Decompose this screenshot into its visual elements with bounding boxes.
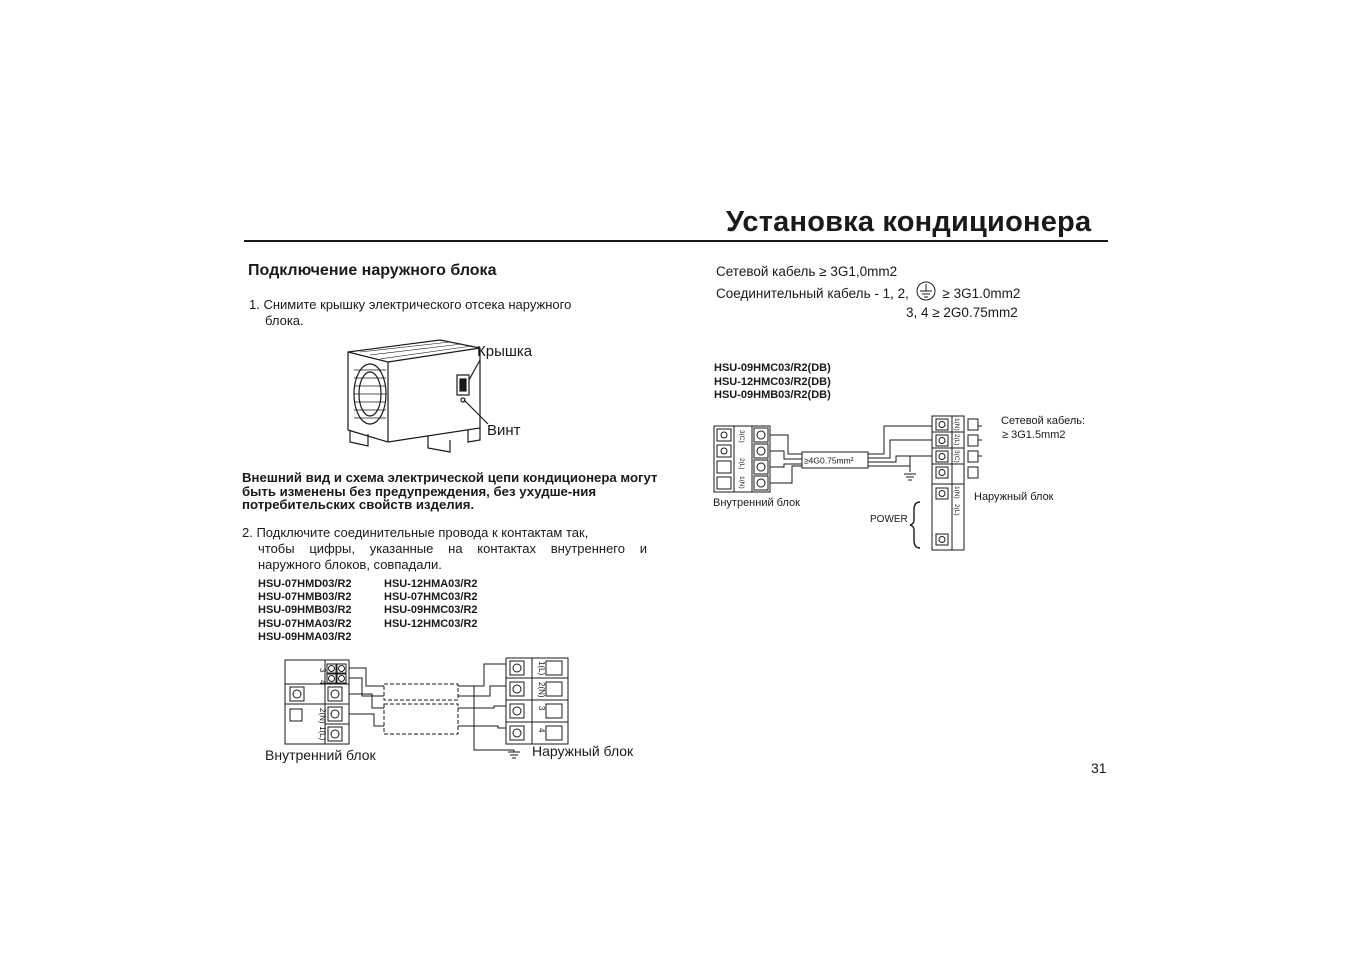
indoor-screw-terminals (289, 663, 347, 742)
ground-icon (508, 750, 520, 759)
model-item: HSU-07HMC03/R2 (384, 591, 478, 604)
step-1-line-2: блока. (265, 313, 304, 328)
model-item: HSU-09HMC03/R2 (384, 604, 478, 617)
model-item: HSU-09HMB03/R2 (258, 604, 352, 617)
indoor-db-terminal-3c: 3(C) (738, 430, 745, 443)
model-item: HSU-09HMA03/R2 (258, 630, 352, 643)
cable-specs: Сетевой кабель ≥ 3G1,0mm2 Соединительный… (716, 262, 1020, 322)
db-cable-label: ≥4G0.75mm² (804, 456, 854, 466)
step-2: 2. Подключите соединительные провода к к… (242, 525, 647, 573)
step-2-line-3: наружного блоков, совпадали. (258, 557, 442, 572)
step-1: 1. Снимите крышку электрического отсека … (249, 297, 654, 329)
model-item: HSU-09HMC03/R2(DB) (714, 362, 831, 374)
outdoor-unit-illustration (347, 339, 489, 453)
ground-icon (916, 281, 936, 301)
power-label: POWER (870, 514, 908, 525)
outdoor-db-terminals (935, 418, 979, 479)
power-cable-spec: Сетевой кабель ≥ 3G1,0mm2 (716, 264, 898, 279)
outdoor-db-terminal-2l: 2(L) (953, 434, 960, 446)
power-cable-label: Сетевой кабель: (1001, 415, 1086, 427)
cover-label: Крышка (477, 343, 533, 360)
indoor-terminal-2n: 2(N) (318, 708, 327, 724)
power-terminals (935, 487, 949, 546)
model-item: HSU-07HMA03/R2 (258, 617, 352, 630)
outdoor-terminal-2n: 2(N) (537, 682, 546, 698)
step-2-line-1: 2. Подключите соединительные провода к к… (242, 525, 589, 540)
power-cable-value: ≥ 3G1.5mm2 (1002, 429, 1066, 441)
model-item: HSU-07HMB03/R2 (258, 591, 352, 604)
outdoor-screw-terminals (509, 660, 563, 741)
outdoor-db-terminal-1n: 1(N) (953, 418, 960, 431)
power-terminal-2l: 2(L) (953, 504, 960, 516)
outdoor-unit-label-db: Наружный блок (974, 491, 1054, 503)
outdoor-terminal-3: 3 (537, 706, 546, 711)
model-list-db: HSU-09HMC03/R2(DB) HSU-12HMC03/R2(DB) HS… (714, 362, 831, 403)
model-item: HSU-07HMD03/R2 (258, 578, 352, 590)
indoor-unit-label-db: Внутренний блок (713, 497, 800, 509)
outdoor-terminal-4: 4 (537, 728, 546, 733)
outdoor-terminal-1l: 1(L) (537, 661, 546, 676)
indoor-unit-label: Внутренний блок (265, 747, 376, 763)
indoor-terminal-4: 4 (318, 680, 327, 685)
model-item: HSU-12HMC03/R2 (384, 617, 478, 630)
connection-cable-spec: Соединительный кабель - 1, 2, ≥ 3G1.0mm2 (716, 281, 1020, 303)
model-item: HSU-09HMB03/R2(DB) (714, 389, 831, 401)
signal-cable-spec: 3, 4 ≥ 2G0.75mm2 (906, 305, 1018, 320)
indoor-terminal-1l: 1(L) (318, 726, 327, 741)
indoor-terminal-3: 3 (318, 668, 327, 673)
outdoor-unit-label: Наружный блок (532, 743, 634, 759)
power-terminal-1n: 1(N) (953, 486, 960, 499)
wiring-diagram-standard: 3 4 2(N) 1(L) 1(L) 2(N) 3 4 (284, 657, 569, 759)
screw-label: Винт (487, 422, 521, 439)
model-list: HSU-07HMD03/R2 HSU-12HMA03/R2 HSU-07HMB0… (258, 578, 514, 644)
page-number: 31 (1091, 760, 1107, 776)
title-rule (244, 240, 1108, 242)
model-item: HSU-12HMA03/R2 (384, 578, 478, 590)
warning-note: Внешний вид и схема электрической цепи к… (242, 470, 658, 512)
indoor-db-terminal-2l: 2(L) (738, 458, 745, 470)
step-2-line-2: чтобы цифры, указанные на контактах внут… (258, 541, 647, 556)
model-item: HSU-12HMC03/R2(DB) (714, 375, 831, 388)
indoor-db-terminal-1n: 1(N) (738, 476, 745, 489)
indoor-db-terminals (716, 427, 769, 491)
step-1-line-1: 1. Снимите крышку электрического отсека … (249, 297, 572, 312)
section-heading: Подключение наружного блока (248, 262, 497, 279)
ground-icon (904, 473, 916, 481)
outdoor-db-terminal-3c: 3(C) (953, 450, 960, 463)
wiring-diagram-db: 3(C) 2(L) 1(N) 1(N) 2(L) 3(C) 1(N) 2(L) … (713, 415, 982, 551)
page-title: Установка кондиционера (726, 206, 1092, 238)
